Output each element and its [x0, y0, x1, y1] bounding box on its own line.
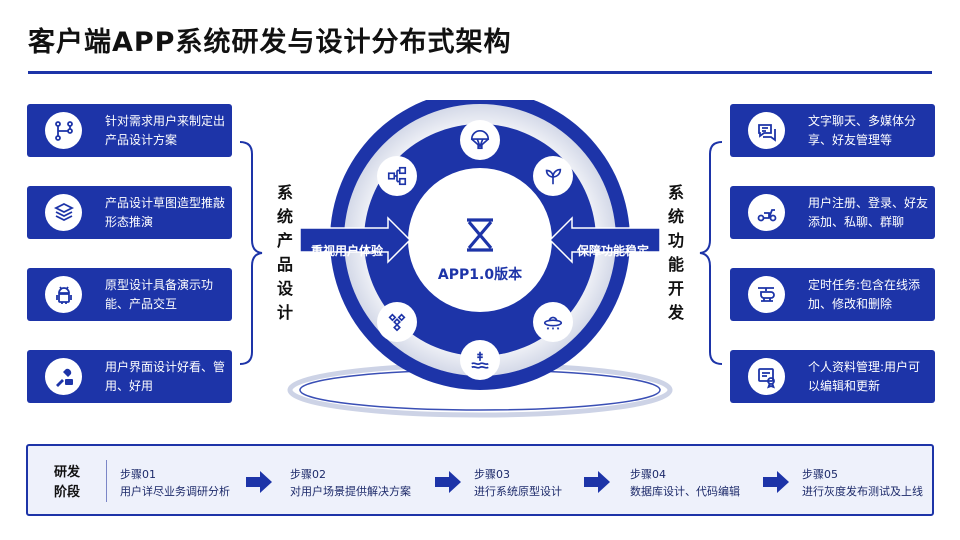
phase-divider [106, 460, 107, 502]
left-card-text: 针对需求用户来制定出产品设计方案 [105, 114, 226, 147]
left-card-2: 产品设计草图造型推敲形态推演 [27, 186, 232, 239]
waves-icon [460, 340, 500, 380]
step-number: 步骤04 [630, 468, 666, 481]
right-card-2: 用户注册、登录、好友添加、私聊、群聊 [730, 186, 935, 239]
left-card-1: 针对需求用户来制定出产品设计方案 [27, 104, 232, 157]
step-text: 进行系统原型设计 [474, 485, 562, 498]
step-arrow-icon [763, 471, 789, 493]
scooter-icon [748, 194, 785, 231]
left-card-text: 产品设计草图造型推敲形态推演 [105, 196, 226, 229]
cube-icon [45, 194, 82, 231]
chat-icon [748, 112, 785, 149]
step-text: 进行灰度发布测试及上线 [802, 485, 923, 498]
step-number: 步骤02 [290, 468, 326, 481]
flowchart-icon [45, 112, 82, 149]
android-icon [45, 276, 82, 313]
center-version-label: APP1.0版本 [437, 267, 523, 283]
left-card-3: 原型设计具备演示功能、产品交互 [27, 268, 232, 321]
tools-icon [45, 358, 82, 395]
left-card-text: 原型设计具备演示功能、产品交互 [105, 278, 214, 311]
center-disk [408, 168, 552, 312]
right-card-3: 定时任务:包含在线添加、修改和删除 [730, 268, 935, 321]
certificate-icon [748, 358, 785, 395]
step-number: 步骤01 [120, 468, 156, 481]
diamonds-icon [377, 302, 417, 342]
step-arrow-icon [435, 471, 461, 493]
step-arrow-icon [584, 471, 610, 493]
right-arrow-shape [548, 216, 661, 264]
right-card-text: 个人资料管理:用户可以编辑和更新 [808, 360, 921, 393]
left-bracket [239, 141, 263, 365]
plant-icon [533, 156, 573, 196]
left-card-text: 用户界面设计好看、管用、好用 [105, 360, 226, 393]
step-3: 步骤03 进行系统原型设计 [474, 466, 562, 500]
left-arrow-label: 重视用户体验 [310, 244, 383, 258]
app-logo-icon [467, 218, 493, 252]
parachute-icon [460, 120, 500, 160]
step-text: 对用户场景提供解决方案 [290, 485, 411, 498]
right-section-label: 系统功能开发 [667, 183, 684, 322]
left-card-4: 用户界面设计好看、管用、好用 [27, 350, 232, 403]
helicopter-icon [748, 276, 785, 313]
left-section-label: 系统产品设计 [276, 183, 293, 322]
right-arrow-label: 保障功能稳定 [576, 244, 649, 258]
step-arrow-icon [246, 471, 272, 493]
right-card-4: 个人资料管理:用户可以编辑和更新 [730, 350, 935, 403]
title-underline [28, 71, 932, 74]
ufo-icon [533, 302, 573, 342]
right-card-text: 用户注册、登录、好友添加、私聊、群聊 [808, 196, 929, 229]
right-card-text: 文字聊天、多媒体分享、好友管理等 [808, 114, 917, 147]
step-number: 步骤05 [802, 468, 838, 481]
step-4: 步骤04 数据库设计、代码编辑 [630, 466, 740, 500]
step-text: 数据库设计、代码编辑 [630, 485, 740, 498]
step-number: 步骤03 [474, 468, 510, 481]
step-2: 步骤02 对用户场景提供解决方案 [290, 466, 411, 500]
phase-label: 研发阶段 [53, 465, 80, 500]
diagram-icon [377, 156, 417, 196]
step-5: 步骤05 进行灰度发布测试及上线 [802, 466, 923, 500]
right-card-1: 文字聊天、多媒体分享、好友管理等 [730, 104, 935, 157]
step-1: 步骤01 用户详尽业务调研分析 [120, 466, 230, 500]
step-text: 用户详尽业务调研分析 [120, 485, 230, 498]
right-card-text: 定时任务:包含在线添加、修改和删除 [808, 278, 921, 311]
steps-panel: 研发阶段 步骤01 用户详尽业务调研分析 步骤02 对用户场景提供解决方案 步骤… [26, 444, 934, 516]
right-bracket [699, 141, 723, 365]
left-arrow-shape [299, 216, 412, 264]
page-title: 客户端APP系统研发与设计分布式架构 [28, 27, 512, 58]
